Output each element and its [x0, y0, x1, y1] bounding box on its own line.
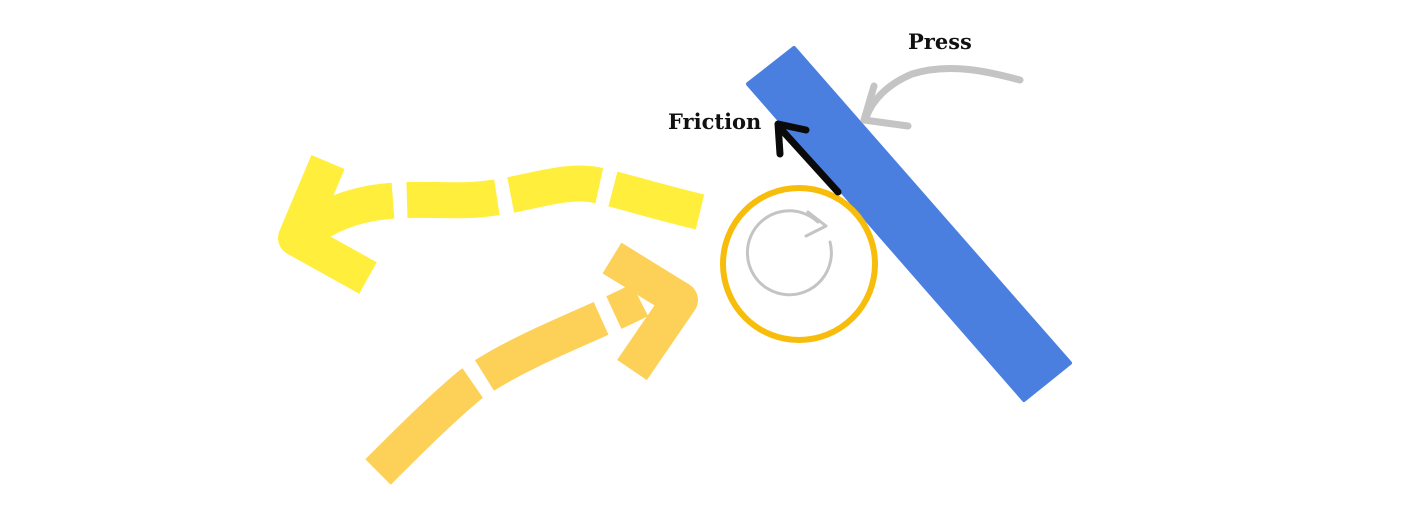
rotation-arrow-icon	[745, 209, 833, 297]
press-label: Press	[908, 29, 972, 54]
ball	[720, 185, 878, 343]
outgoing-trail-arrowhead	[278, 155, 377, 294]
incoming-trail-arrowhead	[602, 242, 698, 381]
outgoing-trail-path	[294, 165, 705, 247]
ball-ring	[720, 185, 878, 343]
inclined-plate	[746, 46, 1072, 402]
friction-arrow-icon	[774, 120, 842, 196]
outgoing-trail	[278, 155, 705, 294]
plate-body	[746, 46, 1072, 402]
press-arrow-icon	[860, 64, 1024, 130]
incoming-trail-path	[365, 283, 649, 485]
friction-label: Friction	[668, 109, 761, 134]
incoming-trail	[365, 242, 698, 485]
